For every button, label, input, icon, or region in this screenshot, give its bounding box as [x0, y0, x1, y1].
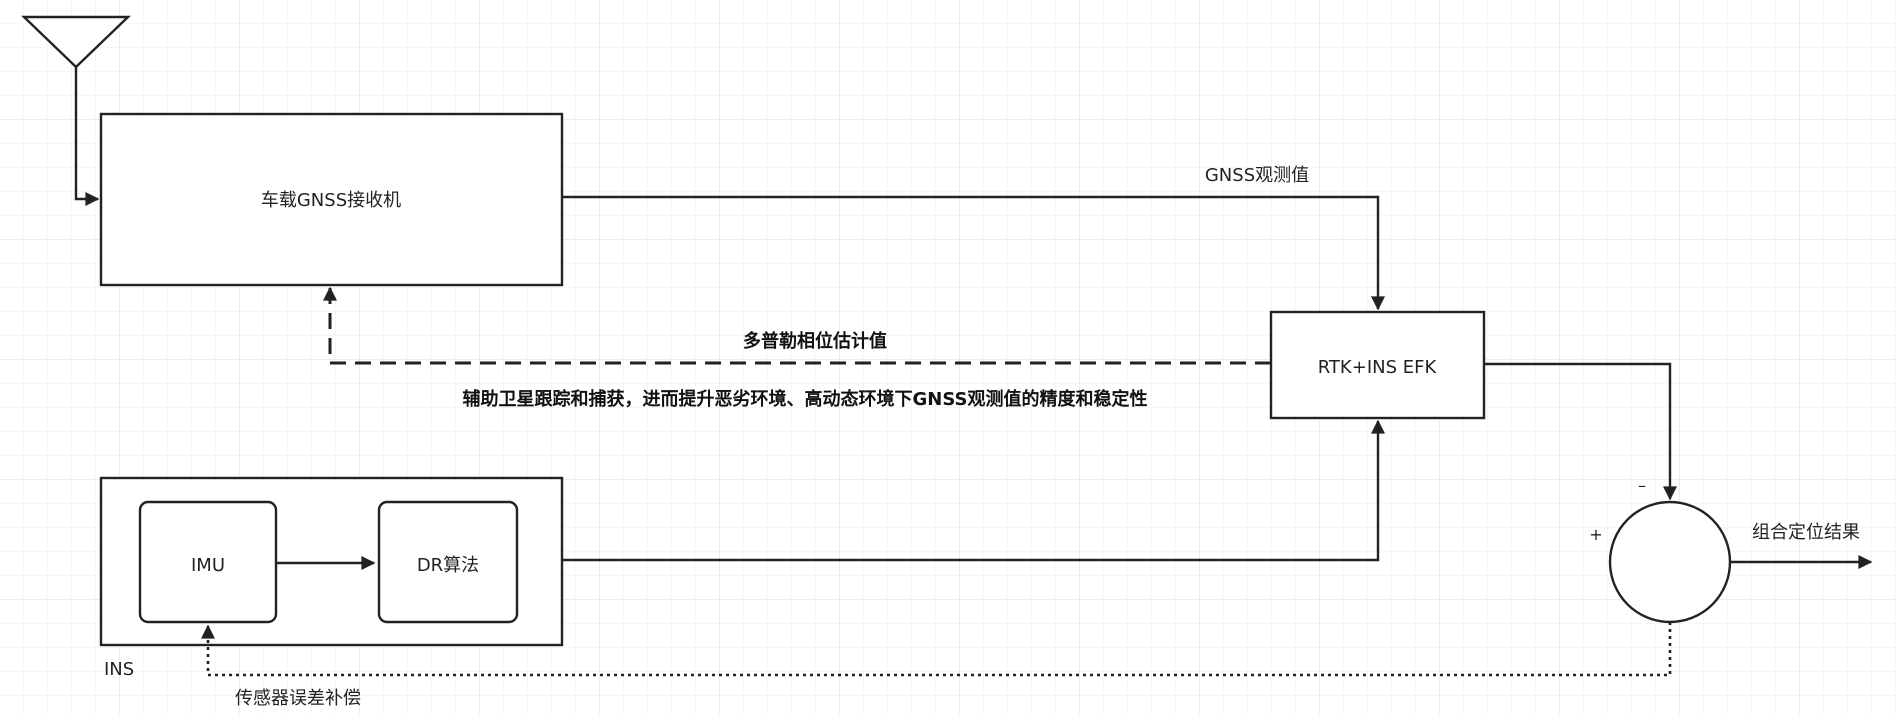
ekf-to-sum-edge — [1484, 362, 1677, 501]
imu-label: IMU — [191, 555, 225, 576]
antenna-icon — [21, 15, 131, 69]
integrated-result-label: 组合定位结果 — [1752, 522, 1860, 543]
aiding-note-label: 辅助卫星跟踪和捕获，进而提升恶劣环境、高动态环境下GNSS观测值的精度和稳定性 — [463, 388, 1148, 410]
sensor-compensation-edge — [201, 622, 1672, 677]
dr-algorithm-node: DR算法 — [377, 500, 519, 624]
rtk-ins-ekf-node: RTK+INS EFK — [1269, 310, 1486, 420]
imu-node: IMU — [138, 500, 278, 624]
dr-algorithm-label: DR算法 — [417, 555, 479, 576]
minus-sign: – — [1638, 476, 1646, 495]
plus-sign: + — [1589, 525, 1602, 544]
ins-to-ekf-edge — [562, 419, 1385, 562]
ins-group-label: INS — [104, 659, 134, 680]
sensor-compensation-label: 传感器误差补偿 — [235, 688, 361, 709]
rtk-ins-ekf-label: RTK+INS EFK — [1318, 357, 1438, 378]
gnss-observations-label: GNSS观测值 — [1205, 165, 1309, 186]
summing-junction-node: – + — [1589, 476, 1732, 624]
gnss-observations-edge — [562, 195, 1385, 311]
antenna-feed-connector — [74, 67, 100, 206]
doppler-estimate-label: 多普勒相位估计值 — [743, 330, 887, 352]
doppler-feedback-edge — [323, 286, 1271, 365]
gnss-receiver-node: 车载GNSS接收机 — [99, 112, 564, 287]
gnss-receiver-label: 车载GNSS接收机 — [261, 190, 401, 211]
